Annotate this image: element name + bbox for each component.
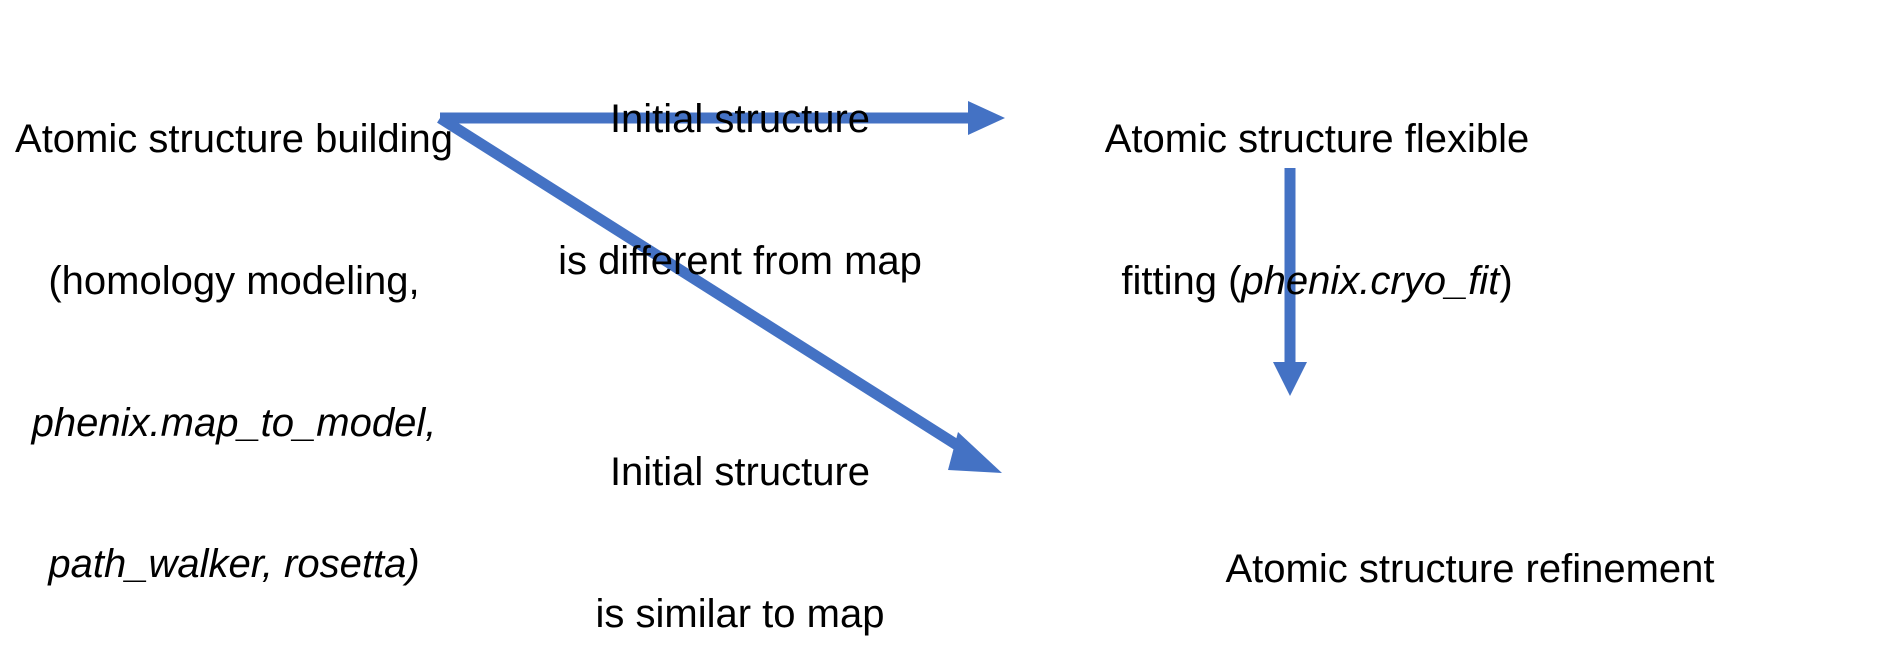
node-build-line-1: Atomic structure building <box>15 117 453 162</box>
node-build-line-4-italic: path_walker, rosetta) <box>48 542 420 587</box>
edge-label-similar-to-map: Initial structure is similar to map <box>540 355 940 662</box>
node-atomic-structure-flexible-fitting: Atomic structure flexible fitting (pheni… <box>1082 22 1552 400</box>
node-flexfit-program-name: phenix.cryo_fit <box>1241 258 1500 303</box>
node-build-line-4: path_walker, rosetta) <box>4 541 464 588</box>
edge-label-different-from-map: Initial structure is different from map <box>540 2 940 380</box>
node-atomic-structure-building: Atomic structure building (homology mode… <box>4 22 464 662</box>
edge-label-different-line-1: Initial structure <box>609 97 871 142</box>
edge-label-different-line-2: is different from map <box>558 238 922 283</box>
edge-label-similar-line-1: Initial structure <box>609 450 871 495</box>
node-flexfit-line-1: Atomic structure flexible <box>1104 117 1530 162</box>
node-refine-line-1: Atomic structure refinement <box>1225 547 1715 592</box>
node-build-line-2: (homology modeling, <box>48 258 420 303</box>
edge-label-similar-line-2: is similar to map <box>595 591 885 636</box>
node-flexfit-line-2: fitting (phenix.cryo_fit) <box>1082 258 1552 305</box>
node-atomic-structure-refinement: Atomic structure refinement (phenix.real… <box>1060 452 1880 662</box>
node-flexfit-line-2-plain: fitting ( <box>1121 258 1242 303</box>
node-flexfit-line-2-tail: ) <box>1499 258 1513 303</box>
node-build-line-3: phenix.map_to_model, <box>31 400 437 445</box>
